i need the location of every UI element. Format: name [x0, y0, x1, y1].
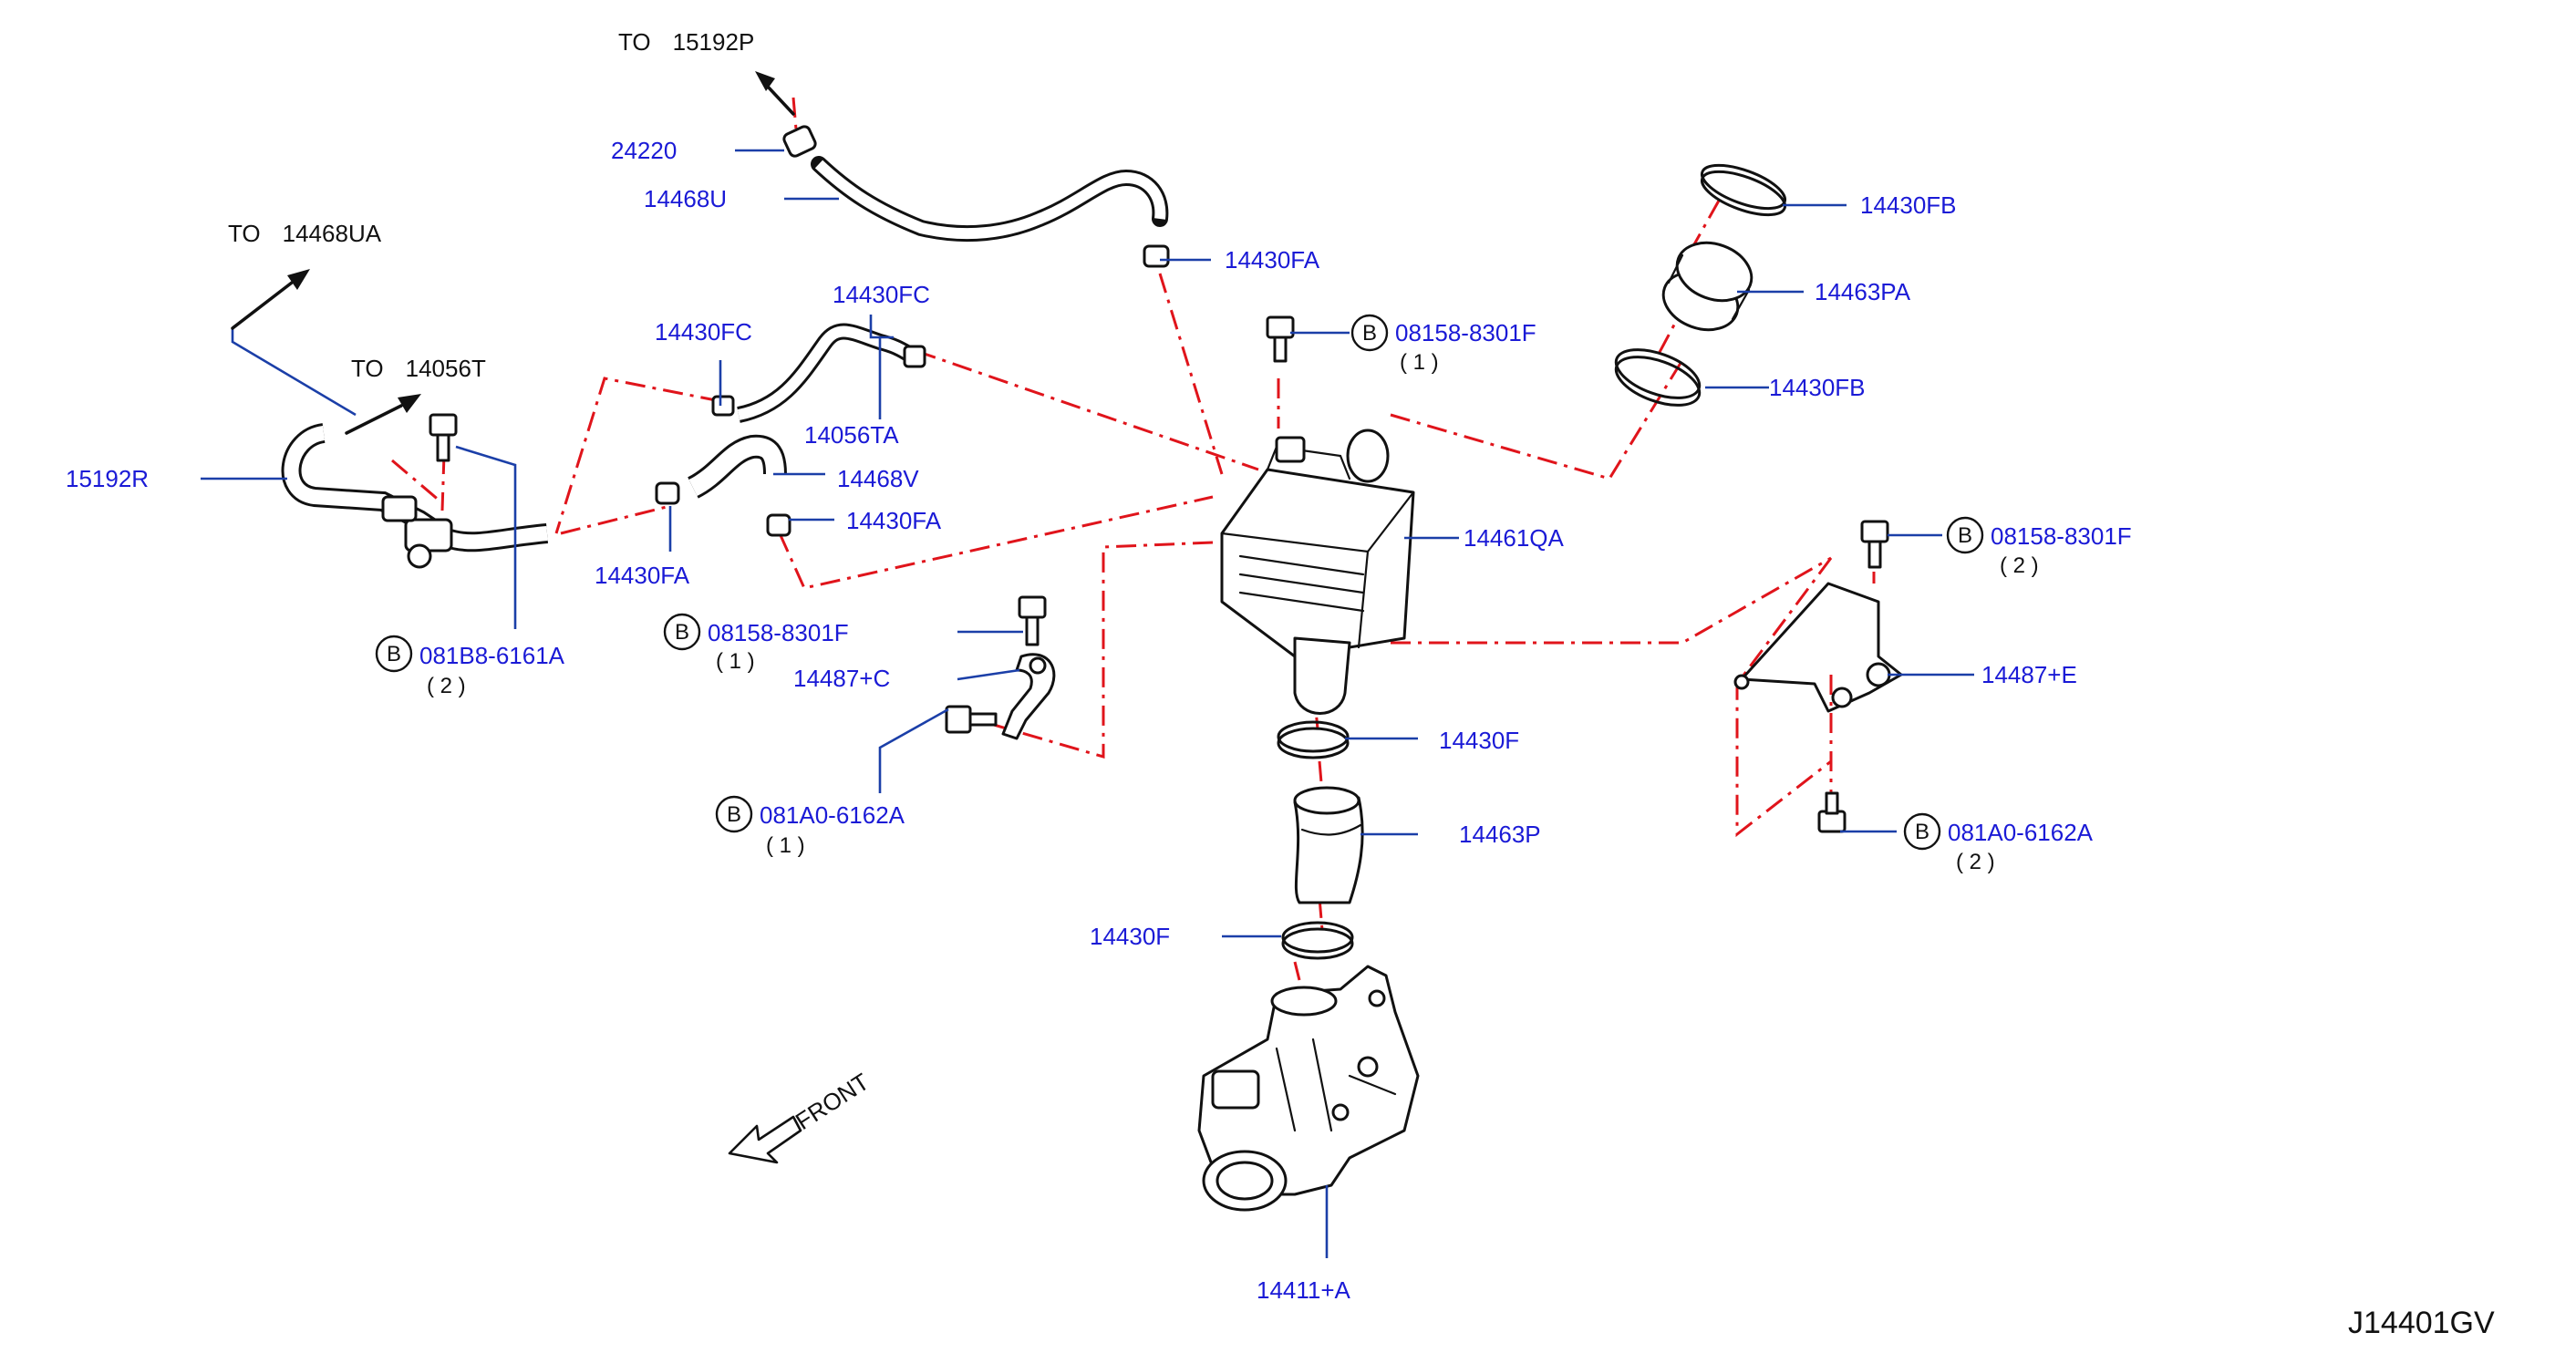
clamp-14430fb-low-shape [1614, 348, 1702, 407]
hose-14468v [655, 434, 791, 537]
assembly-lines [391, 97, 1876, 981]
bolt-qty: ( 1 ) [766, 833, 805, 858]
part-label-14463pa: 14463PA [1815, 278, 1911, 305]
part-label-14487e: 14487+E [1981, 661, 2077, 688]
bolt-081b8-shape [429, 413, 458, 462]
bolt-081a0-b6-shape [1817, 791, 1847, 833]
part-label-14056ta: 14056TA [804, 421, 899, 449]
part-label-14430f-top: 14430F [1439, 727, 1519, 754]
bracket-14487e [1733, 582, 1903, 713]
bolt-qty: ( 1 ) [716, 649, 755, 674]
bolt-label: 081A0-6162A [1948, 819, 2094, 846]
part-label-14430f-low: 14430F [1090, 923, 1170, 950]
bolt-symbol-circle [663, 613, 701, 651]
bolt-label: 08158-8301F [1991, 522, 2132, 550]
pipe-15192r [281, 423, 548, 569]
bolt-callout-b1: B 08158-8301F ( 1 ) [1350, 314, 1536, 375]
clamp-14430f-low-shape [1281, 921, 1354, 960]
bolt-qty: ( 2 ) [427, 674, 466, 698]
arrow-to-14056t [345, 394, 421, 435]
bolt-qty: ( 2 ) [2000, 553, 2039, 578]
part-label-14430fc-right: 14430FC [833, 281, 930, 308]
bolt-symbol-circle [1903, 812, 1941, 851]
bolt-callout-b6: B 081A0-6162A ( 2 ) [1903, 812, 2094, 874]
bolt-callout-b3: B 081B8-6161A ( 2 ) [375, 635, 565, 698]
part-label-24220: 24220 [611, 137, 677, 164]
clamp-14430fa-top-shape [1143, 244, 1170, 268]
bracket-14487c [1001, 653, 1056, 740]
part-label-14430fa-low: 14430FA [595, 562, 690, 589]
bolt-symbol-circle [715, 795, 753, 833]
part-label-14487c: 14487+C [793, 665, 890, 692]
svg-text:B: B [1362, 321, 1377, 346]
bolt-081a0-b5-shape [945, 705, 998, 734]
clamp-24220-shape [782, 125, 817, 158]
part-label-14468v: 14468V [837, 465, 919, 492]
part-label-14411a: 14411+A [1257, 1276, 1351, 1304]
svg-text:B: B [387, 642, 401, 666]
part-label-14430fb-low: 14430FB [1769, 374, 1866, 401]
hose-14468u [811, 156, 1169, 243]
part-label-14430fc-left: 14430FC [655, 318, 752, 346]
part-label-15192r: 15192R [66, 465, 149, 492]
svg-text:B: B [727, 802, 741, 827]
bolt-qty: ( 2 ) [1956, 850, 1995, 874]
hose-14463p-shape [1293, 786, 1364, 904]
bolt-label: 081A0-6162A [760, 801, 905, 829]
part-labels: 24220 14468U 14430FA 14430FC 14430FC 140… [66, 137, 2077, 1304]
intercooler-14461qa [1220, 429, 1415, 715]
bolt-08158-b2-shape [1860, 520, 1889, 569]
part-label-14463p: 14463P [1459, 821, 1541, 848]
part-label-14430fa-mid: 14430FA [846, 507, 942, 534]
bolt-callout-b4: B 08158-8301F ( 1 ) [663, 613, 849, 674]
svg-text:B: B [675, 620, 689, 645]
clamp-14430f-top-shape [1277, 720, 1350, 759]
hose-14463pa-shape [1661, 241, 1754, 332]
bolt-08158-b4-shape [1018, 595, 1047, 646]
bolt-callout-b5: B 081A0-6162A ( 1 ) [715, 795, 905, 858]
bolt-callout-b2: B 08158-8301F ( 2 ) [1946, 516, 2132, 578]
part-label-14430fa-top: 14430FA [1225, 246, 1320, 274]
svg-text:B: B [1915, 820, 1929, 844]
svg-text:B: B [1958, 523, 1972, 548]
bolt-label: 08158-8301F [1395, 319, 1536, 346]
bolt-label: 08158-8301F [708, 619, 849, 646]
part-label-14461qa: 14461QA [1464, 524, 1565, 552]
bolt-symbol-circle [1350, 314, 1389, 352]
bolt-symbol-circle [1946, 516, 1984, 554]
bolt-symbol-circle [375, 635, 413, 673]
bolt-qty: ( 1 ) [1400, 350, 1439, 375]
label-front: FRONT [791, 1068, 874, 1135]
arrow-to-14468ua [231, 269, 310, 330]
part-label-14468u: 14468U [644, 185, 727, 212]
drawing-id: J14401GV [2348, 1306, 2495, 1340]
front-arrow-icon [728, 1115, 802, 1164]
hose-14056ta [711, 323, 926, 423]
bolt-label: 081B8-6161A [419, 642, 565, 669]
throttle-body-14411a [1197, 965, 1420, 1212]
bolt-08158-b1-shape [1266, 315, 1295, 363]
leader-lines [201, 149, 1974, 1258]
part-label-14430fb-top: 14430FB [1860, 191, 1957, 219]
clamp-14430fb-top-shape [1700, 163, 1787, 217]
arrow-to-15192p [755, 71, 795, 116]
